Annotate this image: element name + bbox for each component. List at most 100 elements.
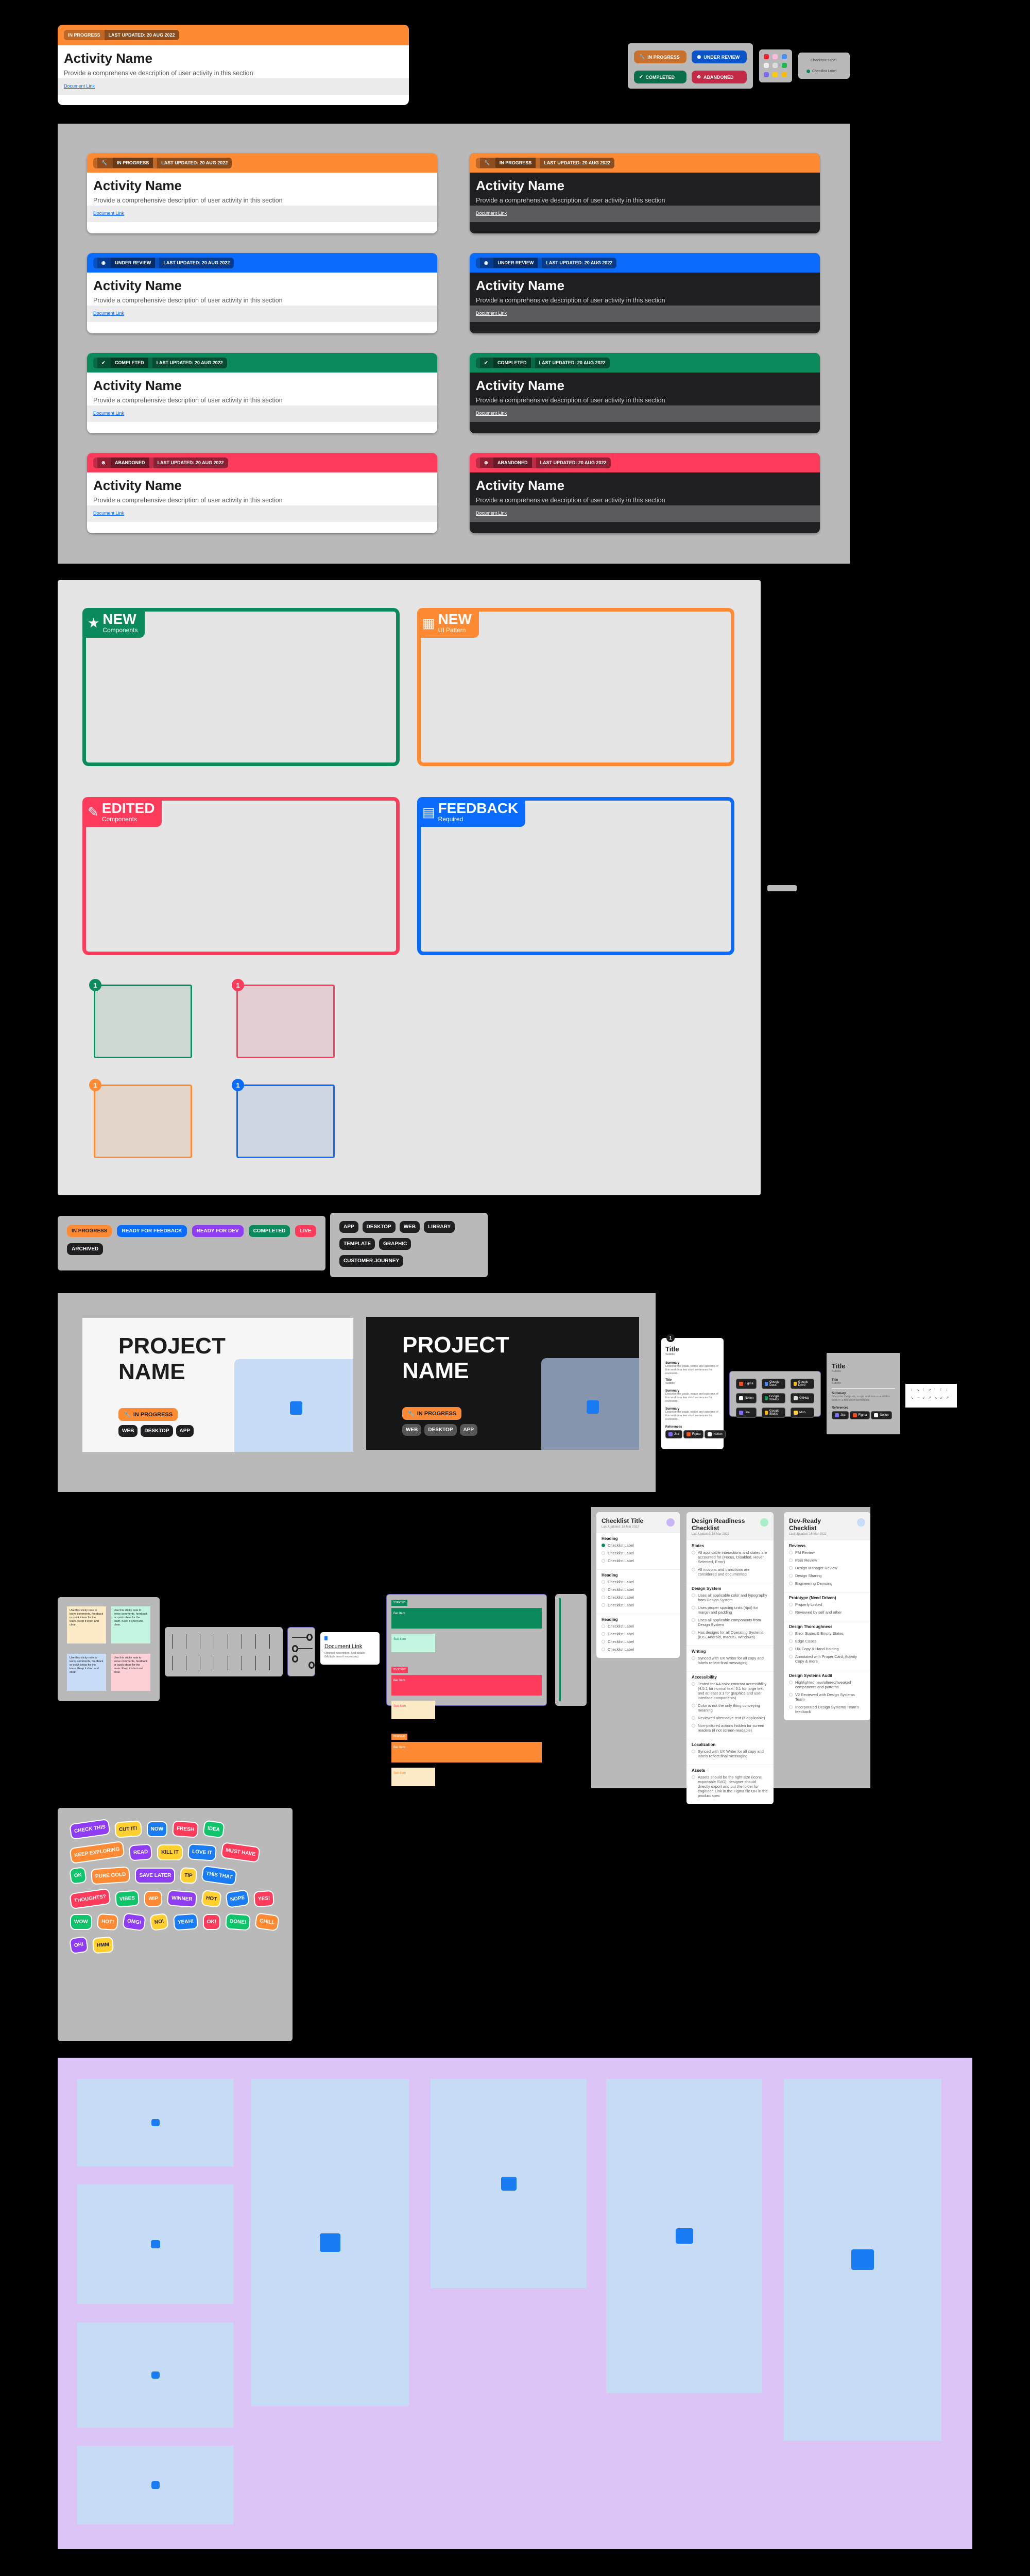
drag-handle[interactable] xyxy=(292,1655,298,1663)
checkbox[interactable] xyxy=(692,1618,695,1622)
tool-chip[interactable]: Notion xyxy=(871,1411,892,1419)
checkbox[interactable] xyxy=(602,1559,605,1563)
sticker[interactable]: NO! xyxy=(149,1912,169,1931)
app-icon[interactable] xyxy=(781,72,787,77)
app-icon[interactable] xyxy=(772,63,778,69)
checkbox[interactable] xyxy=(602,1544,605,1547)
sticker[interactable]: SAVE LATER xyxy=(135,1868,176,1884)
checklist-item[interactable]: Design Manager Review xyxy=(789,1566,865,1570)
connector-line[interactable] xyxy=(172,1656,173,1670)
checkbox[interactable] xyxy=(789,1647,793,1651)
checklist-item[interactable]: Checklist Label xyxy=(602,1580,675,1584)
arrow-icon[interactable]: ↙ xyxy=(940,1396,943,1400)
scroll-handle[interactable] xyxy=(767,885,797,891)
sticker[interactable]: READ xyxy=(128,1843,153,1861)
sticker[interactable]: HOT! xyxy=(96,1913,119,1931)
document-link-card[interactable]: Document Link Optional description. Add … xyxy=(320,1632,380,1665)
sticker[interactable]: DONE! xyxy=(225,1913,251,1931)
document-link[interactable]: Document Link xyxy=(93,511,125,516)
checkbox[interactable] xyxy=(692,1775,695,1779)
connector-line[interactable] xyxy=(172,1634,173,1649)
connector-line[interactable] xyxy=(214,1634,215,1649)
checklist-item[interactable]: Peer Review xyxy=(789,1558,865,1563)
tool-chip[interactable]: Notion xyxy=(736,1393,757,1403)
checkbox[interactable] xyxy=(602,1596,605,1599)
checkbox[interactable] xyxy=(692,1724,695,1727)
timeline-subitem[interactable]: Sub Item xyxy=(391,1768,435,1786)
sticker[interactable]: OH! xyxy=(69,1936,89,1955)
arrow-icon[interactable]: ↕ xyxy=(940,1388,942,1392)
checklist-item[interactable]: Error States & Empty States xyxy=(789,1631,865,1636)
checkbox[interactable] xyxy=(789,1705,793,1709)
drag-handle[interactable] xyxy=(308,1662,315,1669)
connector-line[interactable] xyxy=(200,1656,201,1670)
sticker[interactable]: CHECK THIS xyxy=(69,1818,111,1840)
checklist-item[interactable]: Has designs for all Operating Systems (i… xyxy=(692,1630,768,1639)
sticker[interactable]: OK! xyxy=(202,1914,221,1930)
document-link[interactable]: Document Link xyxy=(93,211,125,216)
checkbox[interactable] xyxy=(602,1632,605,1636)
document-link[interactable]: Document Link xyxy=(476,511,507,516)
sticker[interactable]: YEAH! xyxy=(173,1913,198,1931)
tool-chip[interactable]: GitHub xyxy=(791,1393,814,1403)
checklist-item[interactable]: UX Copy & Hand Holding xyxy=(789,1647,865,1651)
tool-chip[interactable]: Notion xyxy=(705,1430,726,1438)
checkbox[interactable] xyxy=(789,1582,793,1585)
sticky-note[interactable]: Use this sticky note to leave comments, … xyxy=(67,1606,106,1643)
document-link-title[interactable]: Document Link xyxy=(324,1643,363,1650)
app-icon[interactable] xyxy=(764,63,769,69)
document-link[interactable]: Document Link xyxy=(476,411,507,416)
connector-line[interactable] xyxy=(255,1634,256,1649)
timeline-bar[interactable]: Bar Item xyxy=(391,1608,542,1629)
arrow-icon[interactable]: ↗ xyxy=(946,1396,949,1400)
app-icon[interactable] xyxy=(781,63,787,69)
checklist-item[interactable]: Reviewed alternative text (if applicable… xyxy=(692,1716,768,1720)
connector-line[interactable] xyxy=(242,1634,243,1649)
checklist-item[interactable]: Edge Cases xyxy=(789,1639,865,1643)
checklist-item[interactable]: Checklist Label xyxy=(602,1551,675,1555)
app-icon[interactable] xyxy=(772,54,778,59)
checkbox[interactable] xyxy=(789,1639,793,1643)
checklist-item[interactable]: All motions and transitions are consider… xyxy=(692,1567,768,1577)
connector-line[interactable] xyxy=(269,1656,270,1670)
checkbox[interactable] xyxy=(692,1682,695,1686)
checklist-item[interactable]: Tested for AA color contrast accessibili… xyxy=(692,1682,768,1700)
checklist-item[interactable]: Checklist Label xyxy=(602,1558,675,1563)
checkbox[interactable] xyxy=(692,1716,695,1720)
arrow-icon[interactable]: ↗ xyxy=(928,1388,932,1392)
sticker[interactable]: YES! xyxy=(253,1890,275,1908)
checkbox[interactable] xyxy=(602,1588,605,1591)
checklist-item[interactable]: Checklist Label xyxy=(602,1595,675,1600)
tool-chip[interactable]: Jira xyxy=(736,1408,757,1418)
sticker[interactable]: CHILL xyxy=(254,1912,280,1932)
connector-line[interactable] xyxy=(228,1634,229,1649)
checkbox[interactable] xyxy=(789,1603,793,1606)
arrow-icon[interactable]: ↓ xyxy=(946,1388,948,1392)
sticker[interactable]: KILL IT xyxy=(157,1844,183,1860)
checkbox[interactable] xyxy=(789,1551,793,1554)
sticker[interactable]: OK xyxy=(68,1866,88,1885)
sticker[interactable]: WIP xyxy=(144,1891,163,1907)
arrow-icon[interactable]: → xyxy=(916,1396,920,1399)
sticker[interactable]: WOW xyxy=(70,1914,92,1930)
checklist-item[interactable]: Properly Linked xyxy=(789,1602,865,1607)
checklist-item[interactable]: V2 Reviewed with Design Systems Team xyxy=(789,1692,865,1702)
checkbox[interactable] xyxy=(789,1693,793,1697)
checklist-item[interactable]: Uses proper spacing units (4px) for marg… xyxy=(692,1605,768,1615)
checkbox[interactable] xyxy=(789,1558,793,1562)
checklist-item[interactable]: Engineering Demoing xyxy=(789,1581,865,1586)
checklist-item[interactable]: Checklist Label xyxy=(602,1632,675,1636)
checkbox[interactable] xyxy=(692,1594,695,1597)
arrow-icon[interactable]: ↘ xyxy=(911,1396,914,1400)
connector-line[interactable] xyxy=(214,1656,215,1670)
checkbox[interactable] xyxy=(602,1640,605,1643)
arrow-icon[interactable]: ↘ xyxy=(916,1388,920,1392)
connector-line[interactable] xyxy=(255,1656,256,1670)
checkbox[interactable] xyxy=(789,1566,793,1570)
timeline-track[interactable] xyxy=(559,1598,561,1701)
checklist-item[interactable]: Checklist Label xyxy=(602,1543,675,1548)
checkbox[interactable] xyxy=(789,1574,793,1578)
checklist-item[interactable]: Uses all applicable color and typography… xyxy=(692,1593,768,1602)
connector-line[interactable] xyxy=(186,1634,187,1649)
sticky-note[interactable]: Use this sticky note to leave comments, … xyxy=(67,1654,106,1691)
